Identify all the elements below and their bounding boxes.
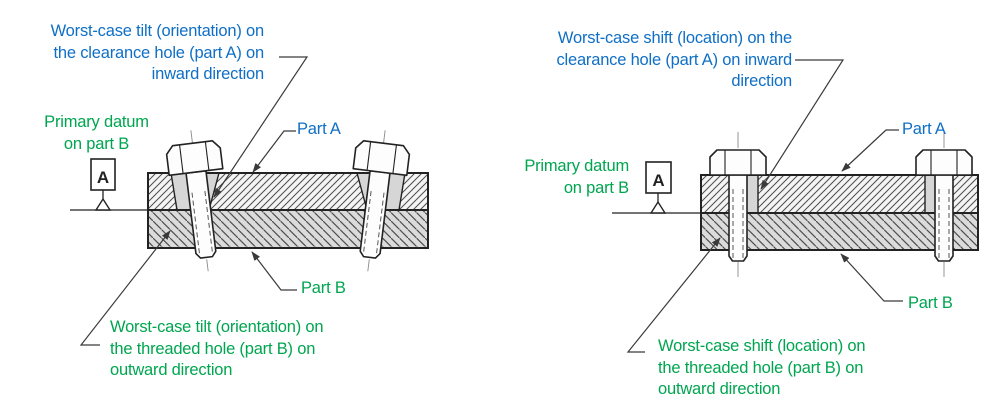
left-part-a-leader xyxy=(252,130,296,173)
annotation-line: the clearance hole (part A) on xyxy=(53,43,265,62)
left-assembly: A xyxy=(70,56,429,346)
annotation-line: inward direction xyxy=(151,65,265,83)
left-datum-symbol: A xyxy=(70,158,148,211)
right-datum-symbol: A xyxy=(612,161,701,214)
left-part-b-outline xyxy=(147,209,429,249)
right-datum-label: Primary datum on part B xyxy=(498,156,629,199)
annotation-line: clearance hole (part A) on inward xyxy=(556,50,792,69)
annotation-line: outward direction xyxy=(110,361,233,379)
left-datum-box xyxy=(90,158,116,191)
annotation-line: Worst-case tilt (orientation) on xyxy=(50,22,265,40)
right-bottom-annotation: Worst-case shift (location) on the threa… xyxy=(658,336,866,401)
left-bottom-annotation: Worst-case tilt (orientation) on the thr… xyxy=(110,317,324,382)
right-datum-letter: A xyxy=(652,171,664,190)
annotation-line: Primary datum xyxy=(44,113,149,131)
right-clearance-hole-right xyxy=(924,175,935,213)
right-part-a-label: Part A xyxy=(902,120,946,138)
right-part-a-leader xyxy=(841,129,899,172)
right-threaded-leader xyxy=(626,237,721,353)
annotation-line: the threaded hole (part B) on xyxy=(110,339,316,358)
right-clearance-hole-left xyxy=(747,175,759,213)
annotation-line: Worst-case shift (location) on xyxy=(658,337,866,355)
right-part-b-outline xyxy=(700,212,979,251)
left-threaded-leader xyxy=(79,230,171,346)
annotation-line: Worst-case tilt (orientation) on xyxy=(110,318,324,336)
left-datum-letter: A xyxy=(97,168,109,187)
right-part-b-label: Part B xyxy=(908,294,953,312)
annotation-line: outward direction xyxy=(658,380,781,398)
left-part-b-plate xyxy=(148,210,428,248)
left-datum-label: Primary datum on part B xyxy=(30,112,163,155)
left-part-b-leader xyxy=(251,251,297,291)
left-part-a-label: Part A xyxy=(297,120,341,138)
datum-triangle-icon xyxy=(649,200,667,214)
right-assembly: A xyxy=(612,59,979,353)
right-part-b-leader xyxy=(840,253,903,302)
annotation-line: Primary datum xyxy=(524,157,629,175)
datum-triangle-icon xyxy=(94,197,112,211)
annotation-line: on part B xyxy=(63,134,130,153)
annotation-line: direction xyxy=(731,72,792,90)
right-top-annotation: Worst-case shift (location) on the clear… xyxy=(528,28,792,93)
right-shift-leader xyxy=(760,59,845,190)
left-tilt-leader xyxy=(213,56,309,198)
annotation-line: the threaded hole (part B) on xyxy=(658,358,864,377)
left-top-annotation: Worst-case tilt (orientation) on the cle… xyxy=(0,21,265,86)
annotation-line: Worst-case shift (location) on the xyxy=(557,29,792,47)
annotation-line: on part B xyxy=(563,178,629,197)
right-datum-box xyxy=(645,161,672,194)
left-part-b-label: Part B xyxy=(301,279,346,297)
